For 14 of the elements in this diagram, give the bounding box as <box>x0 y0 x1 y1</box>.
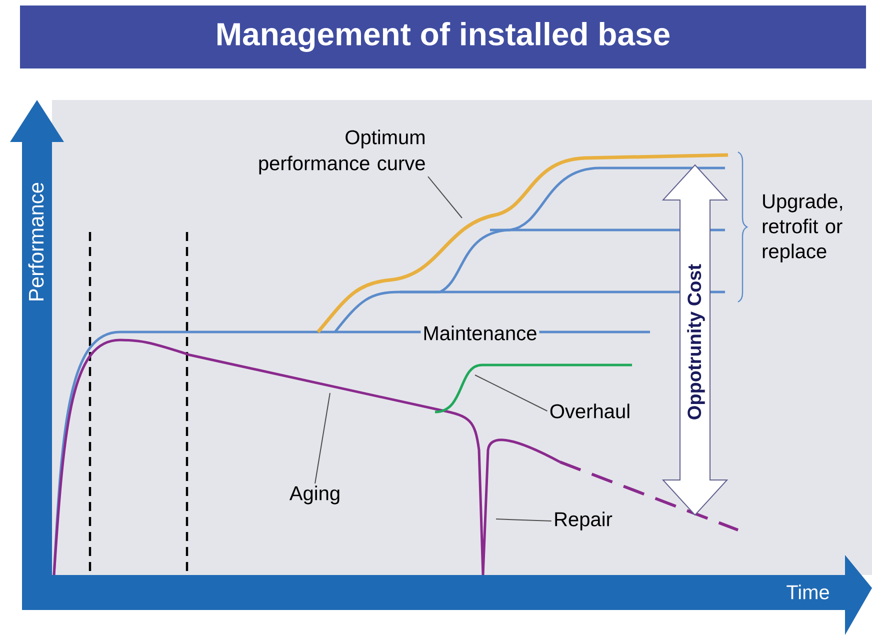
callout-text: Repair <box>555 512 612 530</box>
callout-text: Optimum performance curve <box>259 130 425 174</box>
text-label: Maintenance <box>420 324 540 342</box>
text-label: Upgrade, retrofit or replace <box>762 194 842 262</box>
leader-line <box>474 374 548 412</box>
callout-text: Overhaul <box>550 404 630 418</box>
text-label: Oppotrunity Cost <box>687 264 705 420</box>
text-label: Performance <box>28 182 44 300</box>
leader-line <box>428 176 462 218</box>
callout-text: Aging <box>289 486 340 504</box>
title-banner: Management of installed base <box>20 6 866 68</box>
leader-line <box>496 518 552 522</box>
text-label: Time <box>786 584 829 600</box>
leader-line <box>314 392 330 484</box>
